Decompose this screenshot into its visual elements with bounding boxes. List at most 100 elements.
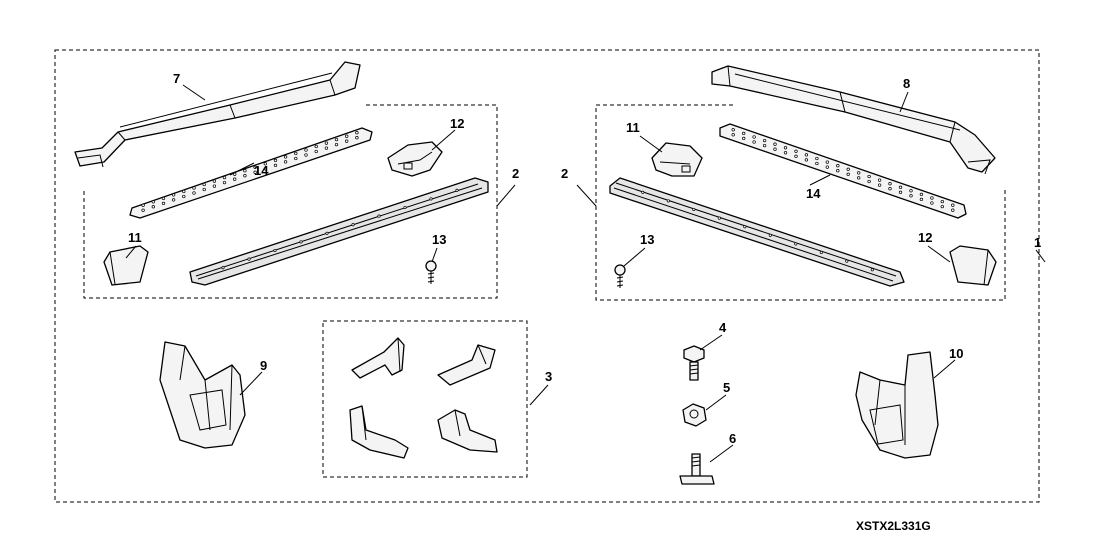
callout-2-left: 2 — [512, 166, 519, 181]
right-front-cap-part — [651, 142, 703, 177]
perforation-hole — [355, 136, 359, 140]
perforation-hole — [762, 143, 767, 148]
callout-3: 3 — [545, 369, 552, 384]
perforation-hole — [377, 214, 381, 218]
perforation-hole — [794, 154, 798, 158]
perforation-hole — [888, 187, 892, 191]
perforation-hole — [324, 146, 329, 150]
perforation-hole — [919, 192, 924, 197]
perforation-hole — [877, 183, 882, 187]
left-rail-part — [74, 61, 361, 168]
callout-7: 7 — [173, 71, 180, 86]
callout-14-right: 14 — [806, 186, 821, 201]
perforation-hole — [314, 144, 318, 149]
perforation-hole — [299, 240, 303, 244]
perforation-hole — [192, 186, 196, 190]
perforation-hole — [940, 199, 944, 204]
perforation-hole — [692, 207, 696, 212]
perforation-hole — [171, 193, 176, 197]
perforation-hole — [846, 167, 850, 171]
perforation-hole — [815, 156, 819, 161]
perforation-hole — [233, 177, 237, 181]
perforation-hole — [930, 201, 934, 205]
perforation-hole — [731, 128, 735, 132]
perforation-hole — [783, 146, 788, 150]
left-screw-part — [425, 260, 437, 284]
perforation-hole — [752, 135, 756, 139]
perforation-hole — [222, 175, 227, 180]
perforation-hole — [804, 153, 809, 157]
perforation-hole — [867, 174, 871, 179]
perforation-hole — [222, 180, 227, 185]
perforation-hole — [212, 184, 217, 188]
perforation-hole — [141, 203, 145, 207]
callout-13-right: 13 — [640, 232, 654, 247]
perforation-hole — [867, 179, 871, 184]
right-step-pad-part — [719, 123, 967, 219]
perforation-hole — [253, 170, 257, 174]
perforation-hole — [845, 259, 849, 263]
callout-14-left: 14 — [254, 163, 269, 178]
callout-13-left: 13 — [432, 232, 446, 247]
left-front-cap-part — [387, 141, 443, 177]
perforation-hole — [161, 196, 166, 201]
callout-11-left: 11 — [128, 230, 142, 245]
left-end-cap-part — [103, 245, 149, 286]
perforation-hole — [455, 188, 459, 192]
bracket-part-2 — [437, 344, 496, 386]
left-mud-guard-part — [159, 341, 246, 449]
diagram-code: XSTX2L331G — [856, 519, 931, 533]
perforation-hole — [768, 233, 772, 237]
perforation-hole — [334, 137, 339, 142]
callout-2-right: 2 — [561, 166, 568, 181]
perforation-hole — [898, 190, 903, 194]
perforation-hole — [717, 216, 721, 220]
bolt-part — [683, 345, 705, 381]
perforation-hole — [253, 165, 257, 169]
callout-8: 8 — [903, 76, 910, 91]
perforation-hole — [930, 196, 934, 200]
left-step-pad-part — [129, 127, 373, 219]
perforation-hole — [836, 164, 840, 168]
perforation-hole — [151, 200, 155, 204]
perforation-hole — [825, 165, 829, 169]
bracket-part-1 — [351, 337, 405, 379]
perforation-hole — [819, 250, 823, 255]
perforation-hole — [243, 169, 247, 173]
callout-5: 5 — [723, 380, 730, 395]
perforation-hole — [351, 223, 355, 227]
perforation-hole — [355, 131, 359, 135]
bracket-part-3 — [349, 405, 409, 459]
callout-10: 10 — [949, 346, 963, 361]
perforation-hole — [815, 161, 819, 166]
perforation-hole — [325, 231, 329, 235]
perforation-hole — [641, 190, 645, 194]
perforation-hole — [429, 197, 433, 201]
kit-boundary-outline — [54, 49, 1040, 503]
perforation-hole — [304, 148, 308, 152]
perforation-hole — [794, 149, 798, 153]
perforation-hole — [403, 205, 407, 210]
right-running-board-part — [609, 177, 905, 287]
right-screw-part — [614, 264, 626, 288]
perforation-hole — [202, 187, 206, 192]
perforation-hole — [182, 194, 186, 199]
callout-11-right: 11 — [626, 120, 640, 135]
perforation-hole — [794, 242, 798, 246]
perforation-hole — [304, 153, 308, 157]
perforation-hole — [773, 142, 777, 146]
perforation-hole — [877, 178, 882, 182]
perforation-hole — [192, 191, 196, 195]
perforation-hole — [857, 176, 861, 180]
perforation-hole — [202, 182, 206, 187]
perforation-hole — [888, 182, 892, 186]
perforation-hole — [263, 167, 267, 171]
perforation-hole — [743, 225, 747, 229]
perforation-hole — [951, 203, 955, 207]
perforation-hole — [909, 189, 913, 193]
callout-9: 9 — [260, 358, 267, 373]
perforation-hole — [294, 156, 298, 161]
perforation-hole — [212, 179, 217, 183]
bracket-part-4 — [437, 409, 498, 453]
